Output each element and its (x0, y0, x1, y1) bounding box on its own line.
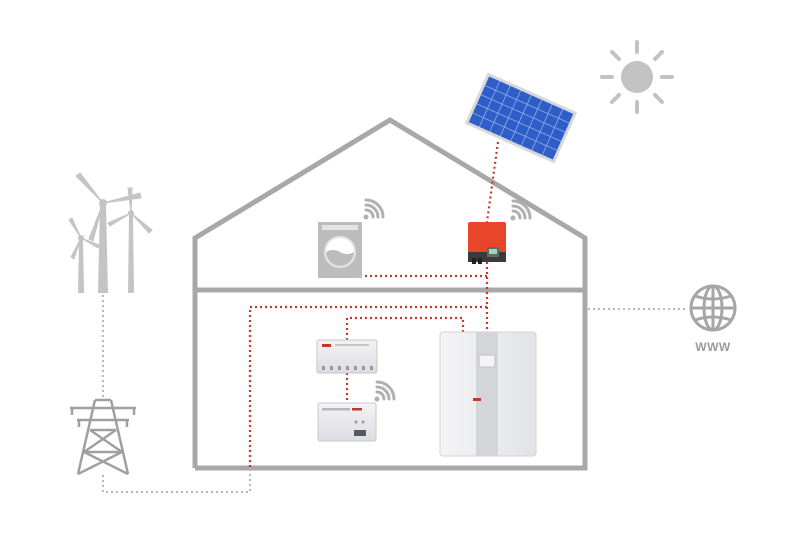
solar-panel-icon (464, 72, 578, 164)
control-unit-icon (316, 339, 378, 374)
power-links (248, 141, 500, 468)
gateway-box-icon (317, 402, 377, 442)
inverter-icon (468, 222, 506, 264)
sun-icon (600, 40, 674, 114)
heat-pump-icon (439, 331, 537, 457)
wifi-icon (510, 199, 532, 221)
washing-machine-icon (318, 222, 362, 278)
house-outline (192, 117, 588, 471)
wifi-icon (363, 198, 385, 220)
www-label: WWW (695, 340, 731, 354)
power-pylon-icon (70, 398, 136, 476)
wifi-icon (374, 380, 396, 402)
globe-icon[interactable] (689, 284, 737, 332)
grid-link (102, 295, 251, 493)
wind-turbine-icon (68, 172, 153, 293)
